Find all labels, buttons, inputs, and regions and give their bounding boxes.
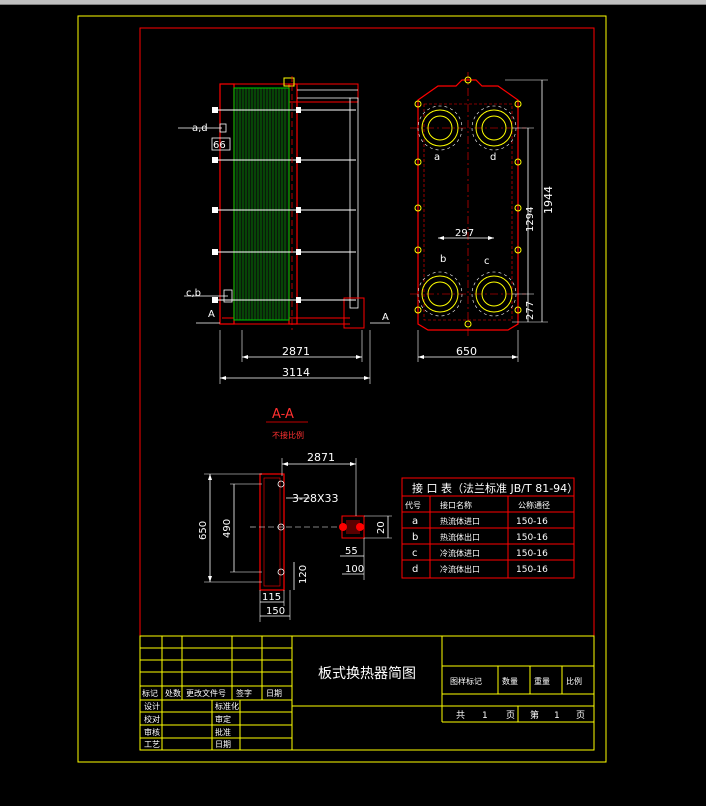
table-header-spec: 公称通径 [518, 500, 550, 510]
nozzle-table [401, 477, 575, 579]
table-row-c-code: c [412, 548, 418, 559]
title-bar [0, 0, 706, 5]
table-row-a-name: 热流体进口 [440, 516, 480, 526]
dim-650-section: 650 [198, 521, 209, 540]
sheet-total-label: 共 [456, 710, 465, 721]
table-row-b-code: b [412, 532, 418, 543]
dim-66: 66 [213, 140, 226, 151]
side-view [178, 76, 390, 384]
port-b-label: b [440, 254, 446, 265]
table-row-b-name: 热流体出口 [440, 532, 480, 542]
dim-120: 120 [298, 565, 309, 584]
role-standard: 标准化 [215, 701, 239, 711]
sheet-num: 1 [554, 711, 560, 721]
role-date: 日期 [215, 740, 231, 749]
dim-115: 115 [262, 592, 281, 603]
header-weight: 重量 [534, 676, 550, 686]
dim-100: 100 [345, 564, 364, 575]
rev-header-docno: 更改文件号 [186, 688, 226, 698]
table-header-name: 接口名称 [440, 500, 472, 510]
rev-header-date: 日期 [266, 689, 282, 698]
header-quantity: 数量 [502, 676, 518, 686]
section-mark-left: A [208, 309, 215, 320]
header-drawing-mark: 图样标记 [450, 676, 482, 686]
table-row-d-spec: 150-16 [516, 565, 548, 575]
role-approve-review: 审定 [215, 714, 231, 724]
section-mark-right: A [382, 312, 389, 323]
table-row-d-name: 冷流体出口 [440, 564, 480, 574]
hole-label: 3-28X33 [292, 492, 339, 505]
sheet-num-label: 第 [530, 709, 539, 721]
dim-1944: 1944 [542, 186, 555, 214]
dim-1294: 1294 [525, 207, 536, 232]
rev-header-sign: 签字 [236, 688, 252, 698]
rev-header-count: 处数 [165, 688, 181, 698]
dim-55: 55 [345, 546, 358, 557]
role-check: 校对 [144, 714, 160, 724]
rev-header-mark: 标记 [142, 688, 158, 698]
label-ad: a,d [192, 123, 208, 134]
role-design: 设计 [144, 701, 160, 711]
sheet-total: 1 [482, 711, 488, 721]
port-c-label: c [484, 256, 490, 267]
dim-650-front: 650 [456, 345, 477, 358]
dim-277: 277 [525, 301, 536, 320]
table-row-c-name: 冷流体进口 [440, 548, 480, 558]
dim-3114: 3114 [282, 366, 310, 379]
section-title: A-A [272, 407, 294, 422]
dim-2871-side: 2871 [282, 345, 310, 358]
sheet-num-unit: 页 [576, 710, 585, 721]
outer-frame [77, 15, 607, 763]
label-cb: c,b [186, 288, 201, 299]
title-block [139, 635, 595, 751]
role-approve: 批准 [215, 727, 231, 737]
inner-border [139, 27, 595, 751]
nozzle-table-title: 接 口 表（法兰标准 JB/T 81-94） [412, 481, 578, 495]
front-view [410, 72, 548, 362]
section-view [204, 458, 392, 622]
table-row-a-code: a [412, 516, 418, 527]
section-subtitle: 不接比例 [272, 430, 304, 440]
header-scale: 比例 [566, 676, 582, 686]
role-review: 审核 [144, 727, 160, 737]
port-d-label: d [490, 152, 496, 163]
dim-150: 150 [266, 606, 285, 617]
sheet-total-unit: 页 [506, 710, 515, 721]
table-row-a-spec: 150-16 [516, 517, 548, 527]
table-row-b-spec: 150-16 [516, 533, 548, 543]
table-header-code: 代号 [405, 500, 421, 510]
dim-490: 490 [222, 519, 233, 538]
dim-20: 20 [376, 521, 387, 534]
table-row-c-spec: 150-16 [516, 549, 548, 559]
table-row-d-code: d [412, 564, 418, 575]
dim-2871-section: 2871 [307, 451, 335, 464]
port-a-label: a [434, 152, 440, 163]
role-process: 工艺 [144, 740, 160, 749]
drawing-title: 板式换热器简图 [318, 665, 416, 682]
dim-297: 297 [455, 228, 474, 239]
